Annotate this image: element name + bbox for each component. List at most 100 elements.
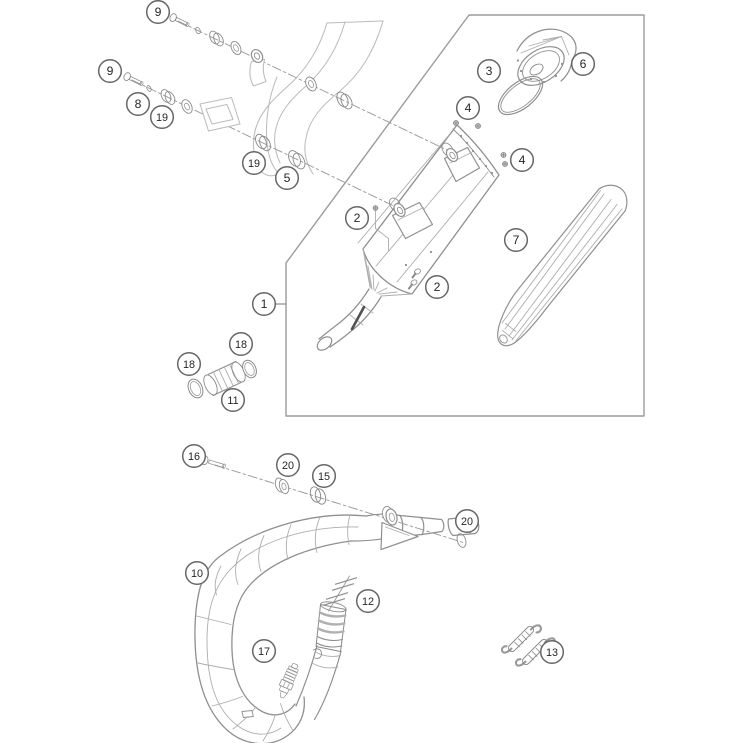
callout-2[interactable]: 2 <box>344 205 370 231</box>
callout-2[interactable]: 2 <box>424 274 450 300</box>
axis-upper-mount <box>177 20 450 152</box>
callout-18[interactable]: 18 <box>228 331 254 357</box>
svg-text:18: 18 <box>235 339 247 351</box>
callout-11[interactable]: 11 <box>220 387 246 413</box>
spacer-washer <box>195 26 201 35</box>
end-cap <box>516 28 577 86</box>
callout-5[interactable]: 5 <box>274 165 300 191</box>
assembly-frame-box <box>274 14 645 417</box>
bottom-tab <box>241 710 254 718</box>
washer-20-left <box>274 477 290 494</box>
callout-15[interactable]: 15 <box>311 463 337 489</box>
screw-icon <box>502 161 508 167</box>
washer-20-right <box>456 533 467 548</box>
screw-icon <box>411 268 421 279</box>
spacer-washer <box>146 85 152 92</box>
inner-packing <box>497 184 628 347</box>
callout-12[interactable]: 12 <box>355 588 381 614</box>
callout-6[interactable]: 6 <box>570 51 596 77</box>
svg-text:4: 4 <box>519 153 526 167</box>
end-cap-outlet-hole <box>529 63 544 76</box>
callout-16[interactable]: 16 <box>181 443 207 469</box>
silencer-inlet-tube <box>316 288 382 351</box>
rubber-bushing <box>209 30 224 47</box>
axis-pipe-mount <box>214 464 466 544</box>
ghost-side-panel <box>253 20 384 177</box>
callout-20[interactable]: 20 <box>275 452 301 478</box>
spring-hook-lug <box>313 648 322 659</box>
bushing-5 <box>288 150 306 170</box>
silencer-front-cone <box>362 248 413 297</box>
callout-9[interactable]: 9 <box>97 58 123 84</box>
callout-3[interactable]: 3 <box>476 58 502 84</box>
clamp-insertion-line <box>322 575 358 612</box>
callout-7[interactable]: 7 <box>503 227 529 253</box>
svg-text:15: 15 <box>318 471 330 483</box>
svg-text:2: 2 <box>434 280 441 294</box>
bushing-15 <box>309 486 327 505</box>
callout-19[interactable]: 19 <box>241 150 267 176</box>
svg-text:20: 20 <box>461 516 473 528</box>
bolt-9-lower <box>123 72 144 86</box>
axis-lower-mount <box>131 79 399 209</box>
callout-4[interactable]: 4 <box>509 147 535 173</box>
callout-1[interactable]: 1 <box>251 291 277 317</box>
svg-text:8: 8 <box>135 97 142 111</box>
callout-20[interactable]: 20 <box>454 508 480 534</box>
svg-text:12: 12 <box>362 596 374 608</box>
svg-text:16: 16 <box>188 451 200 463</box>
callout-10[interactable]: 10 <box>184 560 210 586</box>
panel-bracket-lower <box>199 96 241 132</box>
svg-text:2: 2 <box>354 211 361 225</box>
svg-text:20: 20 <box>282 460 294 472</box>
screw-plug-17 <box>278 663 299 699</box>
washer-19 <box>181 99 193 114</box>
screw-leader-line <box>375 210 389 251</box>
svg-text:5: 5 <box>284 171 291 185</box>
silencer-bracket-lower <box>389 197 434 240</box>
panel-hook-bracket-upper <box>249 48 267 87</box>
svg-text:9: 9 <box>107 64 114 78</box>
weld-shadow-stripe <box>350 305 366 331</box>
pipe-mount-lug <box>380 505 419 551</box>
callout-19[interactable]: 19 <box>149 104 175 130</box>
callout-9[interactable]: 9 <box>145 0 171 25</box>
o-ring-18-left <box>187 378 204 399</box>
screw-icon <box>500 152 507 158</box>
callout-4[interactable]: 4 <box>455 95 481 121</box>
svg-text:10: 10 <box>191 568 203 580</box>
svg-text:11: 11 <box>227 395 238 407</box>
callout-8[interactable]: 8 <box>125 91 151 117</box>
svg-text:13: 13 <box>546 647 558 659</box>
screw-icon <box>475 123 481 129</box>
bushing-8 <box>160 89 176 105</box>
svg-text:7: 7 <box>513 233 520 247</box>
o-ring-18-right <box>242 359 257 379</box>
exhaust-springs-13 <box>500 624 556 667</box>
flat-washer <box>230 40 242 56</box>
screw-icon <box>453 120 459 126</box>
connector-sleeve-11 <box>203 360 246 397</box>
svg-text:9: 9 <box>155 5 162 19</box>
bolt-9-upper <box>169 13 190 27</box>
svg-text:6: 6 <box>580 57 587 71</box>
screws-2 <box>372 205 421 290</box>
end-cap-o-ring <box>497 75 544 116</box>
svg-text:19: 19 <box>248 158 260 170</box>
svg-text:18: 18 <box>183 359 195 371</box>
silencer-bracket-upper <box>441 142 481 183</box>
callout-13[interactable]: 13 <box>539 639 565 665</box>
callout-18[interactable]: 18 <box>176 351 202 377</box>
screw-icon <box>408 279 418 290</box>
svg-text:1: 1 <box>261 297 268 311</box>
svg-text:4: 4 <box>465 101 472 115</box>
clamp-collar-12 <box>315 601 347 652</box>
collar-bushing <box>336 91 353 110</box>
svg-text:19: 19 <box>156 112 168 124</box>
grommet-washer <box>305 76 317 92</box>
expansion-chamber <box>194 513 480 743</box>
callout-17[interactable]: 17 <box>251 638 277 664</box>
